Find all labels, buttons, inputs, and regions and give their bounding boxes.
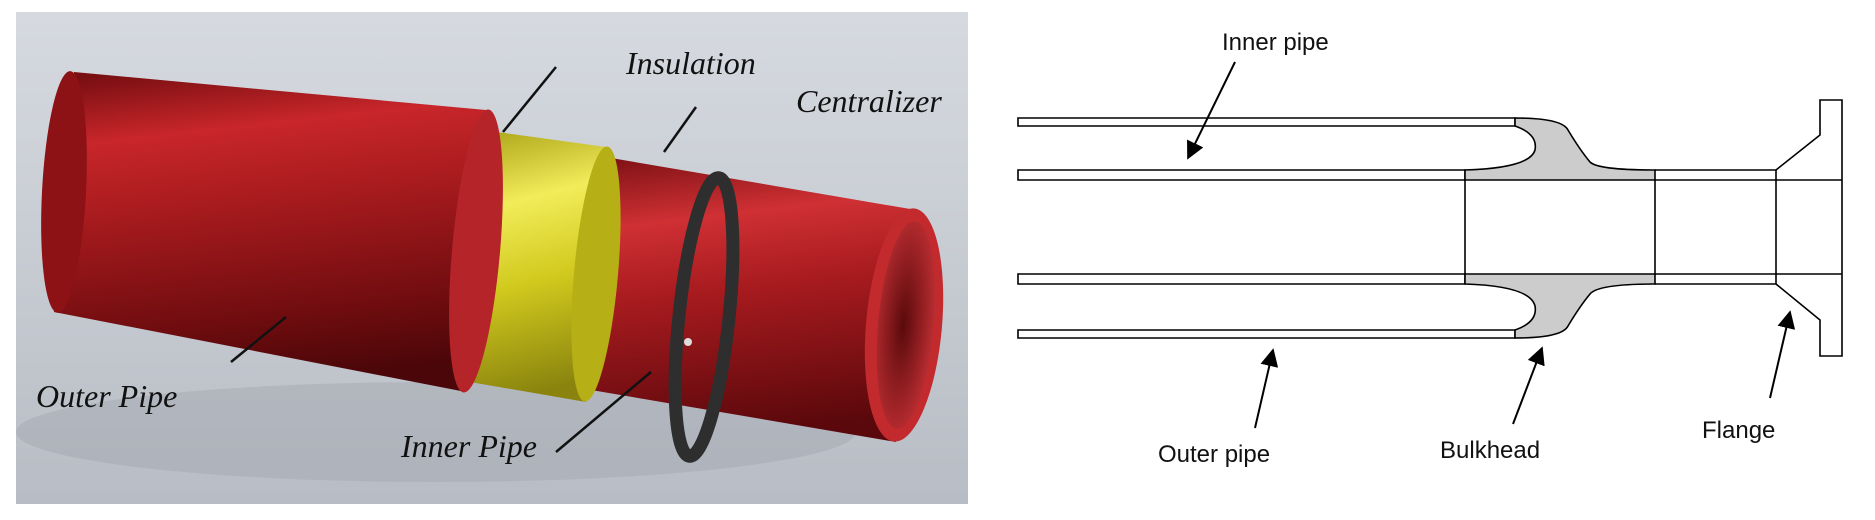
outer-pipe-label: Outer Pipe bbox=[36, 378, 177, 414]
outer-pipe-callout: Outer pipe bbox=[1158, 441, 1270, 468]
inner-pipe-arrow bbox=[1187, 61, 1236, 160]
flange-outline bbox=[1775, 99, 1843, 357]
flange-arrow bbox=[1769, 310, 1796, 399]
bulkhead-top bbox=[1464, 117, 1656, 181]
centralizer-clip bbox=[684, 338, 692, 346]
schematic-svg: Inner pipe Outer pipe Bulkhead Flange bbox=[1017, 29, 1843, 468]
bulkhead-callout: Bulkhead bbox=[1440, 437, 1540, 464]
outer-pipe-leader bbox=[230, 316, 287, 363]
flange-callout: Flange bbox=[1702, 417, 1775, 444]
outer-pipe-cut-end bbox=[449, 109, 503, 393]
outer-pipe-body bbox=[54, 72, 486, 392]
centralizer-label: Centralizer bbox=[796, 83, 942, 119]
flange-pipe-top bbox=[1655, 169, 1777, 181]
outer-pipe-top-wall bbox=[1017, 117, 1516, 127]
pipe-in-pipe-rendering: Insulation Centralizer Outer Pipe Inner … bbox=[16, 12, 968, 504]
outer-pipe-arrow bbox=[1254, 348, 1279, 429]
insulation-leader bbox=[502, 66, 557, 133]
inner-pipe-label: Inner Pipe bbox=[400, 428, 537, 464]
bulkhead-arrow bbox=[1512, 346, 1545, 425]
rendering-svg: Insulation Centralizer Outer Pipe Inner … bbox=[16, 12, 968, 504]
floor-shadow bbox=[16, 382, 856, 482]
inner-pipe-bore bbox=[876, 221, 936, 429]
inner-pipe-callout: Inner pipe bbox=[1222, 29, 1329, 56]
flange-pipe-bottom bbox=[1655, 273, 1777, 285]
inner-pipe-leader bbox=[555, 371, 652, 453]
outer-pipe-back-end bbox=[41, 71, 87, 313]
outer-pipe-bottom-wall bbox=[1017, 329, 1516, 339]
cross-section-schematic: Inner pipe Outer pipe Bulkhead Flange bbox=[990, 0, 1875, 520]
inner-pipe-bottom-wall bbox=[1017, 273, 1466, 285]
insulation-end bbox=[571, 146, 621, 402]
centralizer-ring bbox=[668, 171, 740, 463]
inner-pipe-top-wall bbox=[1017, 169, 1466, 181]
bulkhead-bottom bbox=[1464, 273, 1656, 339]
insulation-label: Insulation bbox=[625, 45, 756, 81]
centralizer-leader bbox=[662, 106, 698, 153]
